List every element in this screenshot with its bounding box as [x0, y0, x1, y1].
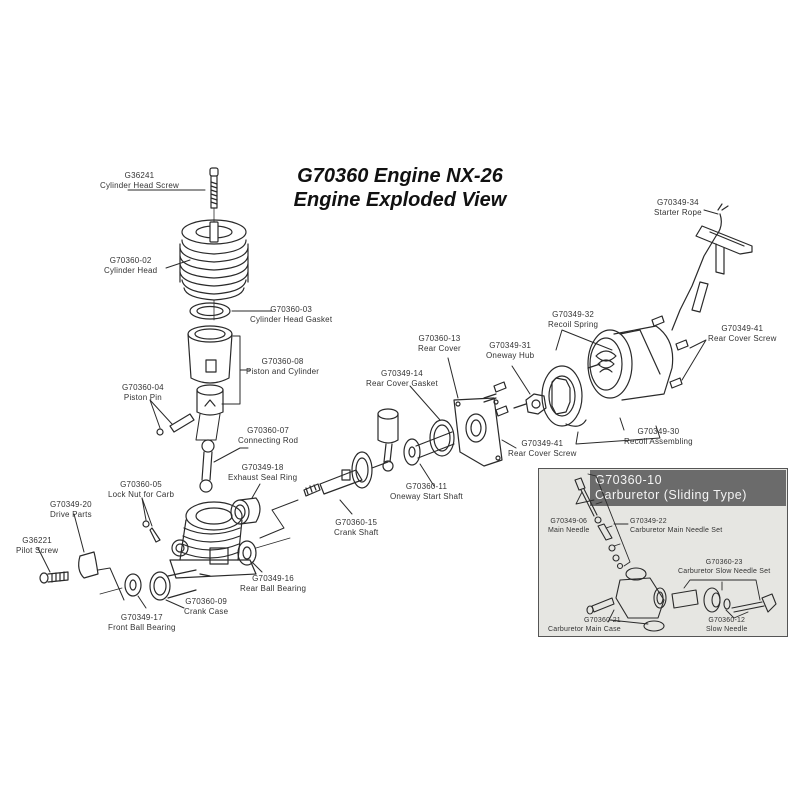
recoil-assembling-icon	[587, 325, 674, 401]
label-lock-nut-for-carb: G70360-05 Lock Nut for Carb	[108, 480, 175, 499]
carburetor-part-number: G70360-10	[595, 473, 663, 487]
rear-cover-gasket-icon	[429, 419, 455, 457]
label-rear-cover-screw-upper: G70349-41 Rear Cover Screw	[708, 324, 777, 343]
label-carburetor-main-case: G70360-21 Carburetor Main Case	[548, 617, 621, 633]
cylinder-head-icon	[179, 219, 249, 321]
connecting-rod-icon	[195, 413, 221, 493]
crank-case-icon	[149, 501, 257, 601]
rear-cover-icon	[453, 397, 503, 467]
recoil-spring-icon	[541, 365, 587, 427]
lock-nut-icon	[142, 520, 161, 543]
label-starter-rope: G70349-34 Starter Rope	[654, 198, 702, 217]
starter-rope-icon	[671, 203, 729, 331]
exhaust-seal-ring-icon	[230, 497, 261, 525]
label-oneway-hub: G70349-31 Oneway Hub	[486, 341, 535, 360]
drive-parts-icon	[78, 551, 99, 579]
title-line-1: G70360 Engine NX-26	[297, 165, 503, 187]
label-recoil-spring: G70349-32 Recoil Spring	[548, 310, 599, 329]
pilot-screw-icon	[39, 571, 69, 584]
title-line-2: Engine Exploded View	[293, 189, 507, 211]
oneway-hub-icon	[513, 393, 547, 415]
label-oneway-start-shaft: G70360-11 Oneway Start Shaft	[390, 482, 463, 501]
label-main-needle-set: G70349-22 Carburetor Main Needle Set	[630, 518, 723, 534]
label-cylinder-head-gasket: G70360-03 Cylinder Head Gasket	[250, 305, 333, 324]
label-piston-and-cylinder: G70360-08 Piston and Cylinder	[246, 357, 320, 376]
crank-shaft-icon	[303, 451, 389, 497]
piston-icon	[196, 384, 224, 416]
label-slow-needle-set: G70360-23 Carburetor Slow Needle Set	[678, 559, 771, 575]
carburetor-title: Carburetor (Sliding Type)	[595, 488, 747, 502]
label-piston-pin: G70360-04 Piston Pin	[122, 383, 164, 402]
label-connecting-rod: G70360-07 Connecting Rod	[238, 426, 299, 445]
diagram-title: G70360 Engine NX-26 Engine Exploded View	[250, 164, 550, 212]
label-slow-needle: G70360-12 Slow Needle	[706, 617, 748, 633]
label-recoil-assembling: G70349-30 Recoil Assembling	[624, 427, 693, 446]
cylinder-head-gasket-icon	[189, 302, 231, 320]
front-ball-bearing-icon	[124, 573, 142, 597]
cylinder-sleeve-icon	[187, 325, 233, 384]
label-rear-cover-screw-lower: G70349-41 Rear Cover Screw	[508, 439, 577, 458]
piston-pin-icon	[156, 413, 195, 436]
label-cylinder-head: G70360-02 Cylinder Head	[104, 256, 158, 275]
label-exhaust-seal-ring: G70349-18 Exhaust Seal Ring	[228, 463, 298, 482]
label-crank-case: G70360-09 Crank Case	[184, 597, 229, 616]
label-cylinder-head-screw: G36241 Cylinder Head Screw	[100, 171, 179, 190]
label-drive-parts: G70349-20 Drive Parts	[50, 500, 92, 519]
rear-cover-screws-icon	[483, 381, 509, 417]
rear-ball-bearing-icon	[237, 540, 257, 566]
label-crank-shaft: G70360-15 Crank Shaft	[334, 518, 379, 537]
label-front-ball-bearing: G70349-17 Front Ball Bearing	[108, 613, 176, 632]
piston-rod-assembly-icon	[377, 408, 399, 472]
carburetor-inset-header: G70360-10 Carburetor (Sliding Type)	[590, 470, 786, 506]
label-rear-cover: G70360-13 Rear Cover	[418, 334, 461, 353]
starter-handle-icon	[691, 225, 753, 313]
cylinder-head-screw-icon	[209, 167, 219, 229]
rear-cover-screws-right-icon	[651, 315, 689, 389]
label-pilot-screw: G36221 Pilot Screw	[16, 536, 59, 555]
label-rear-cover-gasket: G70349-14 Rear Cover Gasket	[366, 369, 438, 388]
label-main-needle: G70349-06 Main Needle	[548, 518, 590, 534]
label-rear-ball-bearing: G70349-16 Rear Ball Bearing	[240, 574, 307, 593]
